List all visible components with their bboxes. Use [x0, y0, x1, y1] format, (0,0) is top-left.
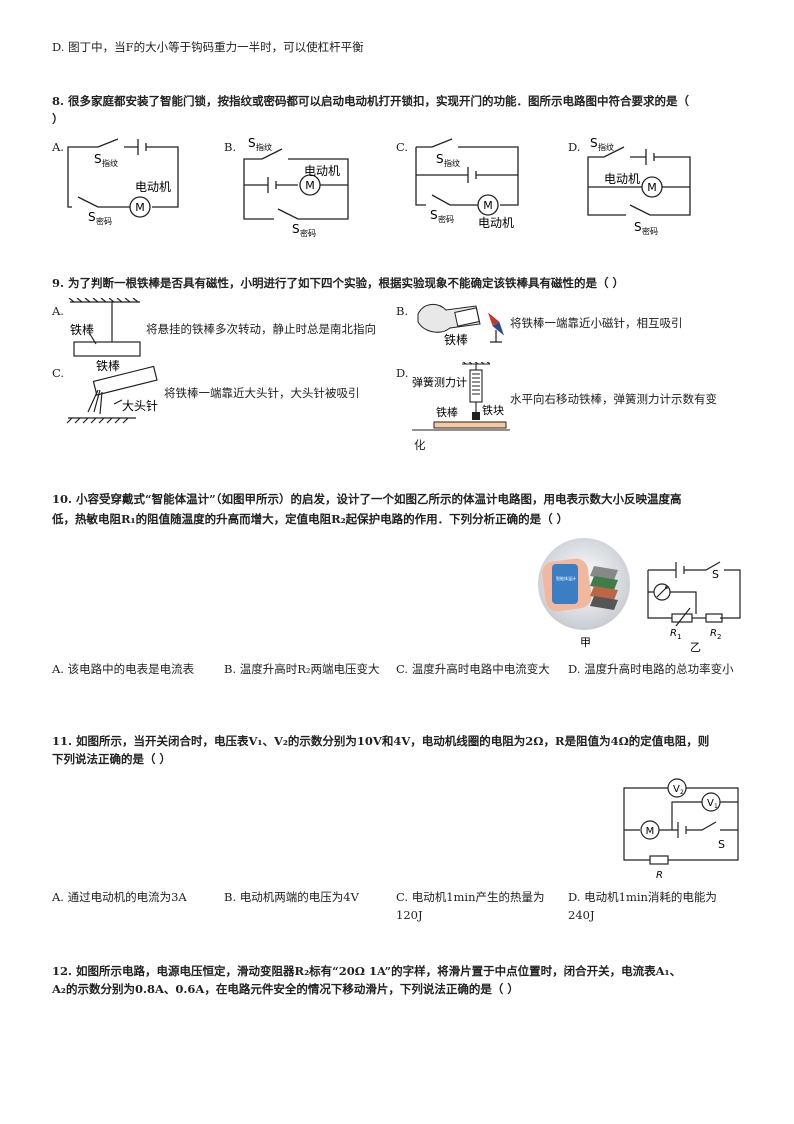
svg-text:S: S — [590, 136, 598, 150]
q9-stem: 9. 为了判断一根铁棒是否具有磁性，小明进行了如下四个实验，根据实验现象不能确定… — [52, 276, 625, 290]
q9-hanging-bar-figure: 铁棒 — [68, 298, 141, 357]
q9-option-b-letter: B. — [396, 304, 409, 318]
q12-stem-line2: A₂的示数分别为0.8A、0.6A，在电路元件安全的情况下移动滑片，下列说法正确… — [52, 982, 519, 996]
svg-text:M: M — [305, 179, 315, 192]
svg-text:智能体温计: 智能体温计 — [556, 575, 576, 581]
svg-text:电动机: 电动机 — [135, 180, 171, 194]
q9-spring-scale-figure: 弹簧测力计 铁棒 铁块 — [412, 362, 510, 431]
svg-text:密码: 密码 — [438, 214, 454, 224]
svg-text:甲: 甲 — [580, 636, 591, 649]
q8-option-c-letter: C. — [396, 140, 409, 154]
q10-circuit-figure: S R 1 R 2 乙 — [647, 561, 741, 652]
q11-option-d[interactable]: D. 电动机1min消耗的电能为240J — [568, 890, 717, 922]
svg-text:铁棒: 铁棒 — [96, 360, 120, 373]
q10-smart-thermometer-figure: 智能体温计 甲 — [538, 538, 630, 649]
q11-option-c[interactable]: C. 电动机1min产生的热量为120J — [396, 890, 545, 922]
svg-text:V: V — [673, 784, 680, 795]
q8-circuit-b: S 指纹 电动机 M S 密码 — [243, 136, 349, 238]
q10-option-d[interactable]: D. 温度升高时电路的总功率变小 — [568, 662, 734, 676]
q10-stem-line2: 低，热敏电阻R₁的阻值随温度的升高而增大，定值电阻R₂起保护电路的作用．下列分析… — [52, 512, 569, 526]
svg-text:S: S — [94, 152, 102, 166]
q10-option-b[interactable]: B. 温度升高时R₂两端电压变大 — [224, 662, 380, 676]
svg-text:密码: 密码 — [96, 216, 112, 226]
svg-text:S: S — [292, 222, 300, 236]
svg-text:电动机: 电动机 — [304, 164, 340, 178]
svg-text:S: S — [88, 210, 96, 224]
q10-option-c[interactable]: C. 温度升高时电路中电流变大 — [396, 662, 550, 676]
svg-text:弹簧测力计: 弹簧测力计 — [412, 375, 467, 389]
q9-option-d-desc-cont: 化 — [414, 438, 426, 452]
svg-text:铁棒: 铁棒 — [70, 323, 94, 337]
svg-text:2: 2 — [680, 789, 684, 796]
svg-text:铁棒: 铁棒 — [436, 405, 458, 419]
q8-circuit-d: S 指纹 电动机 M S 密码 — [587, 136, 691, 236]
svg-text:M: M — [483, 199, 493, 212]
q8-circuit-a: S 指纹 电动机 M S 密码 — [67, 138, 179, 226]
q9-hand-magnet-figure: 铁棒 — [417, 304, 505, 347]
q11-stem-line2: 下列说法正确的是（ ） — [52, 752, 172, 766]
svg-text:S: S — [718, 838, 725, 851]
svg-text:电动机: 电动机 — [604, 172, 640, 186]
q8-option-b-letter: B. — [224, 140, 237, 154]
q10-stem-line1: 10. 小容受穿戴式“智能体温计”（如图甲所示）的启发，设计了一个如图乙所示的体… — [52, 492, 682, 506]
svg-text:R: R — [670, 628, 677, 639]
q9-option-a-letter: A. — [52, 304, 64, 318]
svg-text:1: 1 — [714, 803, 718, 810]
svg-text:铁块: 铁块 — [482, 404, 504, 417]
q9-option-a-desc: 将悬挂的铁棒多次转动，静止时总是南北指向 — [146, 322, 376, 336]
q12-stem-line1: 12. 如图所示电路，电源电压恒定，滑动变阻器R₂标有“20Ω 1A”的字样，将… — [52, 964, 682, 978]
q8-stem: 8. 很多家庭都安装了智能门锁，按指纹或密码都可以启动电动机打开锁扣，实现开门的… — [52, 94, 690, 108]
svg-text:指纹: 指纹 — [256, 142, 272, 152]
q8-option-d-letter: D. — [568, 140, 581, 154]
q9-option-d-desc: 水平向右移动铁棒，弹簧测力计示数有变 — [510, 392, 717, 406]
svg-text:R: R — [710, 628, 717, 639]
q9-option-c-desc: 将铁棒一端靠近大头针，大头针被吸引 — [164, 386, 360, 400]
q9-option-b-desc: 将铁棒一端靠近小磁针，相互吸引 — [510, 316, 683, 330]
svg-text:大头针: 大头针 — [122, 398, 158, 413]
svg-text:R: R — [656, 870, 663, 881]
svg-text:指纹: 指纹 — [444, 158, 460, 168]
svg-text:2: 2 — [717, 633, 721, 641]
svg-text:S: S — [634, 220, 642, 234]
svg-text:S: S — [430, 208, 438, 222]
q8-stem-end: ） — [52, 112, 64, 126]
prev-option-d: D. 图丁中，当F的大小等于钩码重力一半时，可以使杠杆平衡 — [52, 40, 364, 54]
svg-text:乙: 乙 — [690, 641, 701, 652]
svg-text:M: M — [135, 201, 145, 214]
q8-option-a-letter: A. — [52, 140, 64, 154]
q11-circuit-figure: V 2 V 1 M S R — [623, 778, 739, 881]
svg-text:电动机: 电动机 — [478, 216, 514, 230]
svg-text:V: V — [707, 798, 714, 809]
svg-text:M: M — [647, 181, 657, 194]
q10-option-a[interactable]: A. 该电路中的电表是电流表 — [52, 662, 195, 676]
q9-pin-figure: 铁棒 大头针 — [66, 360, 158, 424]
q8-circuit-c: S 指纹 M S 密码 电动机 — [415, 138, 519, 230]
q11-option-a[interactable]: A. 通过电动机的电流为3A — [52, 890, 187, 904]
svg-text:S: S — [436, 152, 444, 166]
svg-text:指纹: 指纹 — [102, 158, 118, 168]
q9-option-c-letter: C. — [52, 366, 65, 380]
q11-option-b[interactable]: B. 电动机两端的电压为4V — [224, 890, 359, 904]
q11-stem-line1: 11. 如图所示，当开关闭合时，电压表V₁、V₂的示数分别为10V和4V，电动机… — [52, 734, 710, 748]
svg-text:S: S — [712, 568, 719, 581]
svg-text:M: M — [646, 826, 655, 837]
svg-text:密码: 密码 — [642, 226, 658, 236]
svg-text:1: 1 — [677, 633, 681, 641]
svg-text:铁棒: 铁棒 — [444, 333, 468, 347]
svg-text:S: S — [248, 136, 256, 150]
svg-text:指纹: 指纹 — [598, 142, 614, 152]
svg-text:密码: 密码 — [300, 228, 316, 238]
q9-option-d-letter: D. — [396, 366, 409, 380]
